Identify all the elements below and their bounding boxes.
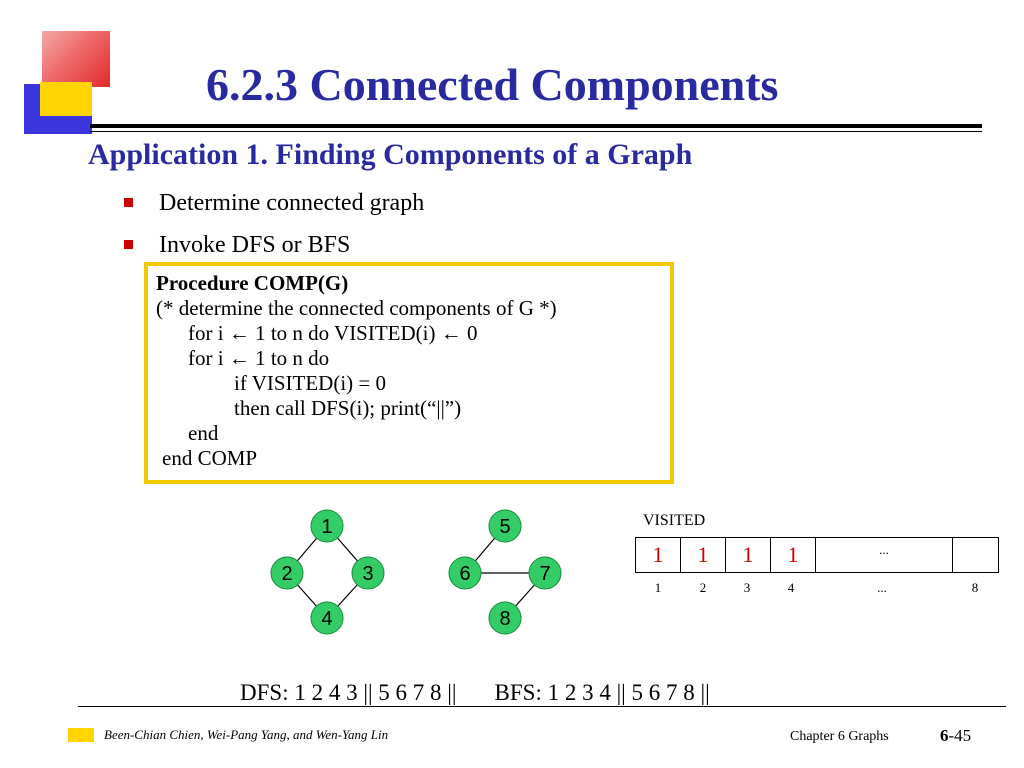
visited-cell: 1 [681, 538, 726, 572]
visited-cell [953, 538, 998, 572]
graph-node [310, 509, 344, 543]
footer-chapter: Chapter 6 Graphs [790, 729, 889, 744]
procedure-box: Procedure COMP(G) (* determine the conne… [144, 262, 674, 484]
visited-index: 8 [971, 580, 979, 595]
graph-node [488, 509, 522, 543]
bfs-result: BFS: 1 2 3 4 || 5 6 7 8 || [494, 680, 710, 705]
graph-node [270, 556, 304, 590]
procedure-line: then call DFS(i); print(“||”) [234, 396, 462, 420]
logo-red-square [42, 31, 110, 87]
graph-node-label: 1 [321, 516, 332, 538]
procedure-comment: (* determine the connected components of… [156, 296, 557, 320]
graph-node-label: 4 [321, 608, 332, 630]
visited-index: 1 [654, 580, 662, 595]
footer-rule [78, 706, 1006, 707]
graph-node-label: 2 [281, 563, 292, 585]
graph-node-label: 8 [499, 608, 510, 630]
logo-blue-base [24, 116, 92, 134]
procedure-line: if VISITED(i) = 0 [234, 371, 387, 395]
graph-node-label: 3 [362, 563, 373, 585]
bullet-square-icon [124, 197, 133, 207]
logo-yellow-square [40, 82, 92, 116]
title-rule-thin [90, 131, 982, 132]
page-chapter-number: 6 [940, 726, 949, 745]
bullet-text: Invoke DFS or BFS [159, 232, 351, 258]
bullet-square-icon [124, 239, 133, 249]
graph-node [310, 601, 344, 635]
graph-node [528, 556, 562, 590]
bullet-text: Determine connected graph [159, 190, 425, 216]
graph-node-label: 7 [539, 563, 550, 585]
visited-index: 2 [699, 580, 707, 595]
visited-array: 1 1 1 1 ... [635, 537, 999, 573]
title-rule-thick [90, 124, 982, 128]
visited-cell: 1 [636, 538, 681, 572]
procedure-line: end [188, 421, 219, 445]
visited-label: VISITED [643, 512, 706, 529]
visited-index: ... [877, 580, 887, 595]
footer-authors: Been-Chian Chien, Wei-Pang Yang, and Wen… [104, 727, 389, 742]
page-slide-number: -45 [948, 726, 972, 745]
slide-subtitle: Application 1. Finding Components of a G… [88, 138, 693, 171]
graph-node [448, 556, 482, 590]
bullet-item: Determine connected graph [124, 190, 424, 217]
procedure-line: for i ← 1 to n do VISITED(i) ← 0 [188, 321, 478, 345]
traversal-results: DFS: 1 2 4 3 || 5 6 7 8 || BFS: 1 2 3 4 |… [240, 680, 710, 706]
footer-yellow-square [68, 728, 94, 742]
graph-node [488, 601, 522, 635]
graph-node-label: 6 [459, 563, 470, 585]
visited-index: 4 [787, 580, 795, 595]
graph-node [351, 556, 385, 590]
visited-cell-ellipsis: ... [816, 538, 953, 572]
graph-node-label: 5 [499, 516, 510, 538]
visited-cell: 1 [726, 538, 771, 572]
procedure-end: end COMP [162, 446, 258, 470]
slide-title: 6.2.3 Connected Components [206, 59, 779, 110]
visited-index: 3 [743, 580, 751, 595]
procedure-line: for i ← 1 to n do [188, 346, 330, 370]
graph-diagram: 1 2 3 4 5 6 7 8 [270, 509, 562, 635]
dfs-result: DFS: 1 2 4 3 || 5 6 7 8 || [240, 680, 457, 705]
procedure-header: Procedure COMP(G) [156, 271, 349, 295]
bullet-item: Invoke DFS or BFS [124, 232, 350, 259]
visited-cell: 1 [771, 538, 816, 572]
footer-page-number: 6-45 [940, 726, 971, 746]
